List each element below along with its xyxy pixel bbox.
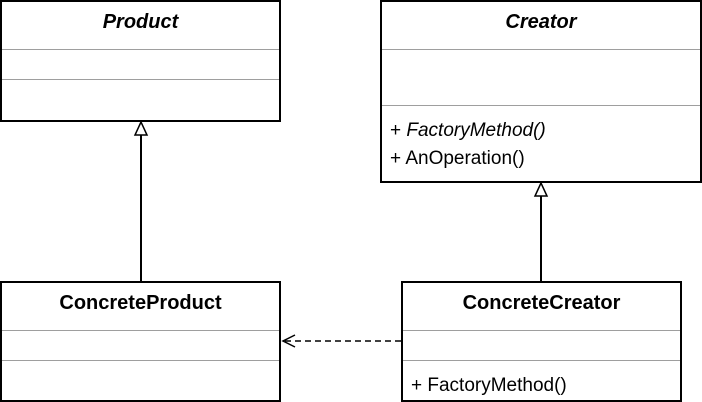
class-creator[interactable]: Creator + FactoryMethod() + AnOperation(… (380, 0, 702, 183)
inheritance-arrowhead-product (133, 120, 149, 136)
class-name-creator: Creator (505, 11, 577, 33)
method-name: FactoryMethod() (406, 120, 546, 141)
method-name: AnOperation() (405, 148, 525, 169)
class-name-concrete-product: ConcreteProduct (59, 292, 222, 314)
class-name-concrete-creator: ConcreteCreator (462, 292, 621, 314)
class-concrete-creator[interactable]: ConcreteCreator + FactoryMethod() (401, 281, 682, 402)
operations-divider (382, 105, 700, 106)
method-name: FactoryMethod() (427, 375, 567, 396)
class-concrete-product[interactable]: ConcreteProduct (0, 281, 281, 402)
method-visibility: + (390, 148, 406, 169)
attributes-divider (403, 330, 680, 331)
operations-divider (2, 360, 279, 361)
method-factory-method: + FactoryMethod() (390, 120, 546, 142)
dependency-arrowhead (281, 334, 296, 348)
attributes-divider (2, 330, 279, 331)
attributes-divider (382, 49, 700, 50)
class-name-product: Product (102, 11, 179, 33)
method-an-operation: + AnOperation() (390, 148, 525, 170)
method-factory-method: + FactoryMethod() (411, 375, 567, 397)
method-visibility: + (411, 375, 428, 396)
operations-divider (403, 360, 680, 361)
operations-divider (2, 79, 279, 80)
method-visibility: + (390, 120, 407, 141)
class-product[interactable]: Product (0, 0, 281, 122)
attributes-divider (2, 49, 279, 50)
inheritance-arrowhead-creator (533, 181, 549, 197)
